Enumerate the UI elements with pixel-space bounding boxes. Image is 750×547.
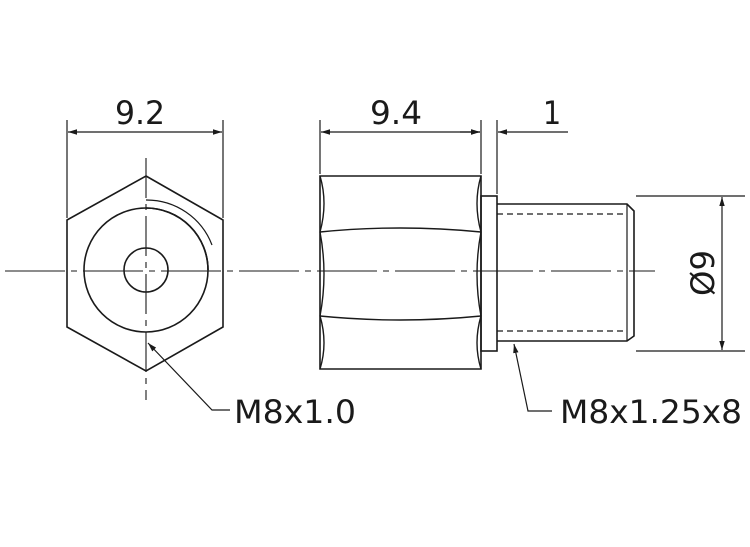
hex-facet-mid [319,231,482,317]
hex-facet-bottom [319,315,482,370]
labels: 9.2 9.4 1 Ø9 M8x1.0 M8x1.25x8 [115,94,742,431]
hex-facet-top [319,175,482,233]
thread-minor-arc [145,199,213,246]
leaders [147,342,552,412]
center-lines [5,158,655,400]
shoulder [480,195,498,352]
dim-9-2-label: 9.2 [115,94,165,132]
threaded-shank [497,203,635,342]
leader-external-thread [513,343,552,412]
dim-diameter-label: Ø9 [684,250,722,296]
hex-facet-upper [319,227,482,233]
side-view [319,175,635,370]
dimension-lines [66,120,745,352]
callout-internal-thread: M8x1.0 [234,393,356,431]
hex-outline [66,175,224,372]
hex-facet-lower [319,315,482,321]
front-view [66,175,224,372]
callout-external-thread: M8x1.25x8 [560,393,742,431]
hex-body [319,175,482,370]
thread-arc [145,207,209,271]
leader-internal-thread [147,342,230,411]
dim-1-label: 1 [543,94,561,132]
dim-9-4-label: 9.4 [370,94,422,132]
